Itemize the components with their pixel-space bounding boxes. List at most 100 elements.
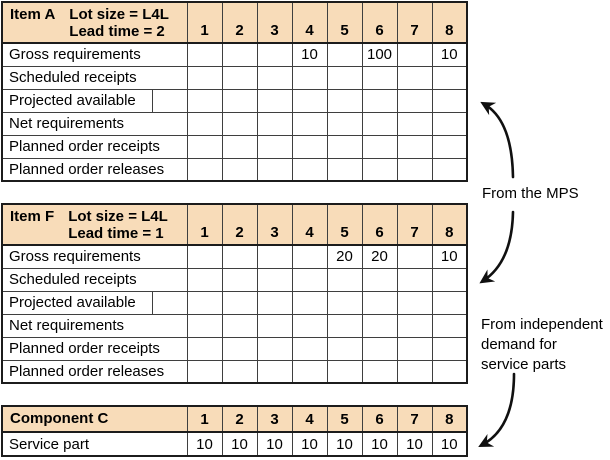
item-f-row-label-planned-order-releases: Planned order releases [1,359,188,384]
item-a-period-header-8: 8 [431,1,468,44]
item-f-net-requirements-p5 [326,313,363,338]
item-a-lot-size-label: Lot size = L4L [69,6,169,23]
item-f-scheduled-receipts-p1 [186,267,223,292]
item-f-projected-available-p4 [291,290,328,315]
component-c-service-part-p7: 10 [396,431,433,457]
component-c-period-header-5: 5 [326,405,363,433]
item-a-row-label-planned-order-releases: Planned order releases [1,157,188,182]
item-a-row-planned-order-receipts: Planned order receipts [1,134,468,159]
component-c-period-header-8: 8 [431,405,468,433]
item-f-row-projected-available: Projected available [1,290,468,315]
item-a-row-projected-available: Projected available [1,88,468,113]
component-c-service-part-p5: 10 [326,431,363,457]
item-f-gross-requirements-p7 [396,244,433,269]
item-a-period-header-2: 2 [221,1,258,44]
item-f-gross-requirements-p3 [256,244,293,269]
component-c-service-part-p1: 10 [186,431,223,457]
component-c-period-header-7: 7 [396,405,433,433]
item-f-period-header-3: 3 [256,203,293,246]
item-f-gross-requirements-p6: 20 [361,244,398,269]
item-f-row-label-net-requirements: Net requirements [1,313,188,338]
arrow-mps-to-item-a [480,101,515,179]
item-f-item-label: Item F [10,208,55,225]
item-f-gross-requirements-p5: 20 [326,244,363,269]
component-c-period-header-2: 2 [221,405,258,433]
item-a-gross-requirements-p5 [326,42,363,67]
item-a-projected-available-p5 [326,88,363,113]
item-a-projected-available-p7 [396,88,433,113]
item-f-row-label-planned-order-receipts: Planned order receipts [1,336,188,361]
item-a-net-requirements-p8 [431,111,468,136]
item-a-projected-available-p3 [256,88,293,113]
item-f-projected-available-p3 [256,290,293,315]
component-c-service-part-p6: 10 [361,431,398,457]
item-a-gross-requirements-p4: 10 [291,42,328,67]
item-f-scheduled-receipts-p5 [326,267,363,292]
item-a-net-requirements-p7 [396,111,433,136]
item-a-beginning-inventory-cell [151,88,188,113]
item-f-period-header-2: 2 [221,203,258,246]
item-a-scheduled-receipts-p6 [361,65,398,90]
item-f-planned-order-receipts-p2 [221,336,258,361]
item-a-period-header-1: 1 [186,1,223,44]
arrow-mps-to-item-f [479,210,515,284]
item-a-period-header-5: 5 [326,1,363,44]
item-f-planned-order-receipts-p4 [291,336,328,361]
item-f-period-header-8: 8 [431,203,468,246]
item-a-gross-requirements-p8: 10 [431,42,468,67]
item-a-planned-order-releases-p7 [396,157,433,182]
item-f-net-requirements-p3 [256,313,293,338]
item-a-scheduled-receipts-p4 [291,65,328,90]
item-f-net-requirements-p6 [361,313,398,338]
annotation-from-mps: From the MPS [482,185,579,202]
item-a-net-requirements-p3 [256,111,293,136]
component-c-service-part-p2: 10 [221,431,258,457]
item-f-planned-order-receipts-p3 [256,336,293,361]
item-a-planned-order-releases-p3 [256,157,293,182]
item-f-scheduled-receipts-p8 [431,267,468,292]
item-f-net-requirements-p8 [431,313,468,338]
item-a-scheduled-receipts-p5 [326,65,363,90]
annotation-line-3: service parts [481,356,567,373]
item-f-period-header-6: 6 [361,203,398,246]
item-f-lead-time-label: Lead time = 1 [68,225,164,242]
item-f-planned-order-releases-p3 [256,359,293,384]
item-a-gross-requirements-p3 [256,42,293,67]
item-a-planned-order-receipts-p7 [396,134,433,159]
item-a-item-label: Item A [10,6,56,23]
item-f-scheduled-receipts-p3 [256,267,293,292]
item-f-net-requirements-p4 [291,313,328,338]
item-f-planned-order-receipts-p5 [326,336,363,361]
item-a-net-requirements-p1 [186,111,223,136]
item-f-lot-size-label: Lot size = L4L [68,208,168,225]
item-a-projected-available-p6 [361,88,398,113]
item-a-projected-available-p4 [291,88,328,113]
item-a-scheduled-receipts-p3 [256,65,293,90]
item-a-projected-available-p1 [186,88,223,113]
item-f-scheduled-receipts-p7 [396,267,433,292]
item-a-gross-requirements-p2 [221,42,258,67]
item-f-gross-requirements-p4 [291,244,328,269]
item-f-scheduled-receipts-p4 [291,267,328,292]
item-f-planned-order-releases-p4 [291,359,328,384]
item-f-projected-available-p5 [326,290,363,315]
item-f-planned-order-receipts-p1 [186,336,223,361]
item-f-projected-available-p8 [431,290,468,315]
item-a-planned-order-receipts-p8 [431,134,468,159]
item-a-planned-order-receipts-p5 [326,134,363,159]
item-a-gross-requirements-p7 [396,42,433,67]
item-a-row-planned-order-releases: Planned order releases [1,157,468,182]
item-f-gross-requirements-p1 [186,244,223,269]
item-f-net-requirements-p7 [396,313,433,338]
item-f-beginning-inventory-cell [151,290,188,315]
item-a-period-header-7: 7 [396,1,433,44]
